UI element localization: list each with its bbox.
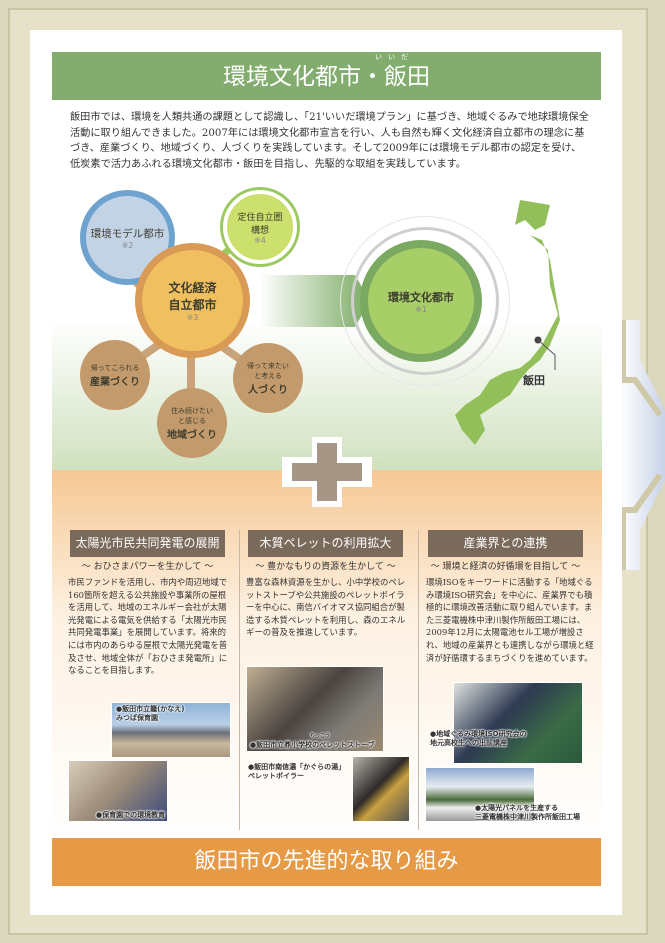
section-heading: 木質ペレットの利用拡大 xyxy=(248,530,403,557)
people-small: と考える xyxy=(254,371,282,380)
core-label: 自立都市 xyxy=(168,298,217,312)
section-subtitle: ～ おひさまパワーを生かして ～ xyxy=(81,562,214,572)
photo-caption: ●保育園での環境教育 xyxy=(96,811,166,819)
photo-pellet-stove xyxy=(246,666,384,752)
title-ruby: いいだ xyxy=(375,53,414,61)
connector xyxy=(187,355,195,395)
photo-caption: ●地域ぐるみ環境ISO研究会の 地元高校生への出前講座 xyxy=(430,730,527,747)
divider xyxy=(239,530,240,830)
settlement-circle: 定住自立圏 構想 ※4 xyxy=(223,190,297,264)
settlement-label: 定住自立圏 xyxy=(237,212,283,223)
section-subtitle: ～ 豊かなもりの資源を生かして ～ xyxy=(255,562,396,572)
people-label: 人づくり xyxy=(248,384,288,396)
goal-circle: 環境文化都市 ※1 xyxy=(360,240,482,362)
photo-nursery xyxy=(111,702,231,758)
footer-banner: 飯田市の先進的な取り組み xyxy=(52,838,601,886)
people-circle: 帰って来たい と考える 人づくり xyxy=(233,343,303,413)
industry-small: 帰ってこられる xyxy=(90,363,140,372)
industry-label: 産業づくり xyxy=(90,376,140,388)
note-mark: ※1 xyxy=(415,304,427,314)
section-body: 市民ファンドを活用し、市内や周辺地域で160箇所を超える公共施設や事業所の屋根を… xyxy=(68,577,228,676)
section-body: 豊富な森林資源を生かし、小中学校のペレットストーブや公共施設のペレットボイラーを… xyxy=(246,577,406,638)
section-body: 環境ISOをキーワードに活動する「地域ぐるみ環境ISO研究会」を中心に、産業界で… xyxy=(426,577,594,663)
region-circle: 住み続けたい と感じる 地域づくり xyxy=(157,388,227,458)
section-heading: 産業界との連携 xyxy=(428,530,583,557)
industry-circle: 帰ってこられる 産業づくり xyxy=(80,340,150,410)
next-page-arrow-icon[interactable] xyxy=(615,320,665,570)
model-city-label: 環境モデル都市 xyxy=(90,227,165,240)
photo-iso-lecture xyxy=(453,682,583,764)
core-circle: 文化経済 自立都市 ※3 xyxy=(135,243,250,358)
region-small: と感じる xyxy=(178,416,206,425)
page-title: 環境文化都市・飯田 xyxy=(52,52,601,100)
photo-caption: ●飯田市立籠(かなえ) みつば保育園 xyxy=(116,705,185,722)
intro-text: 飯田市では、環境を人類共通の課題として認識し、「21'いいだ環境プラン」に基づき… xyxy=(70,112,589,170)
japan-map xyxy=(455,200,560,445)
settlement-label: 構想 xyxy=(250,225,269,236)
ring-decoration xyxy=(351,227,499,375)
ruby: ちっこう xyxy=(310,733,331,739)
region-label: 地域づくり xyxy=(167,429,217,441)
goal-label: 環境文化都市 xyxy=(388,290,454,304)
plus-icon xyxy=(282,437,372,507)
ring-decoration xyxy=(340,216,510,386)
core-label: 文化経済 xyxy=(168,281,217,295)
people-small: 帰って来たい xyxy=(247,361,289,370)
note-mark: ※2 xyxy=(121,240,134,250)
section-subtitle: ～ 環境と経済の好循環を目指して ～ xyxy=(430,562,581,572)
section-heading: 太陽光市民共同発電の展開 xyxy=(70,530,225,557)
note-mark: ※4 xyxy=(254,235,266,245)
photo-caption: ●飯田市立鼎小学校のペレットストーブ xyxy=(250,741,375,749)
divider xyxy=(418,530,419,830)
photo-caption: ●飯田市南信濃「かぐらの湯」 ペレットボイラー xyxy=(248,763,346,780)
note-mark: ※3 xyxy=(186,313,199,322)
region-small: 住み続けたい xyxy=(171,406,213,415)
photo-factory xyxy=(425,767,535,822)
photo-education xyxy=(68,760,168,822)
map-label-iida: 飯田 xyxy=(523,374,545,387)
photo-pellet-boiler xyxy=(352,756,410,822)
photo-caption: ●太陽光パネルを生産する 三菱電機株中津川製作所飯田工場 xyxy=(475,804,580,821)
